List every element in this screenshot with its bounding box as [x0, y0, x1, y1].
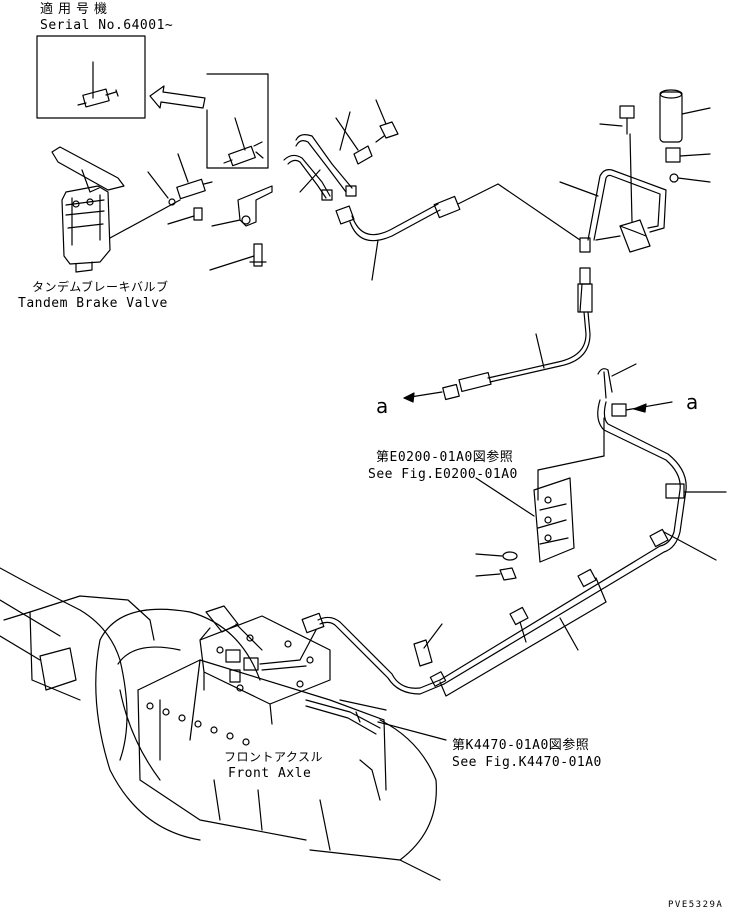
reference-k4470-jp: 第K4470-01A0図参照: [452, 738, 590, 753]
tandem-brake-valve-drawing: [52, 147, 180, 272]
drawing-code: PVE5329A: [668, 900, 724, 910]
pressure-switch-icon: [78, 62, 118, 107]
reference-k4470-en: See Fig.K4470-01A0: [452, 755, 602, 770]
serial-header-en: Serial No.64001~: [40, 18, 174, 33]
tandem-brake-valve-jp: タンデムブレーキバルブ: [32, 280, 169, 294]
middle-hose: [404, 268, 592, 402]
right-upper-assembly: [560, 90, 710, 252]
connection-mark-left: a: [376, 394, 389, 418]
right-tube-assembly: [302, 364, 726, 696]
connection-mark-right: a: [686, 390, 699, 414]
upper-tube: [284, 100, 398, 200]
reference-e0200-en: See Fig.E0200-01A0: [368, 467, 518, 482]
front-axle-jp: フロントアクスル: [224, 750, 324, 764]
hose-upper: [336, 184, 580, 280]
front-axle-en: Front Axle: [228, 766, 312, 781]
valve-bracket: [414, 418, 604, 666]
tandem-brake-valve-en: Tandem Brake Valve: [18, 296, 168, 311]
front-axle-drawing: [0, 568, 446, 880]
serial-header-jp: 適用号機: [40, 2, 113, 17]
serial-inset-box: [37, 36, 145, 118]
inset-arrow-icon: [150, 86, 205, 108]
reference-e0200-jp: 第E0200-01A0図参照: [376, 450, 514, 465]
valve-fittings: [148, 154, 272, 270]
old-switch-frame: [207, 74, 268, 168]
